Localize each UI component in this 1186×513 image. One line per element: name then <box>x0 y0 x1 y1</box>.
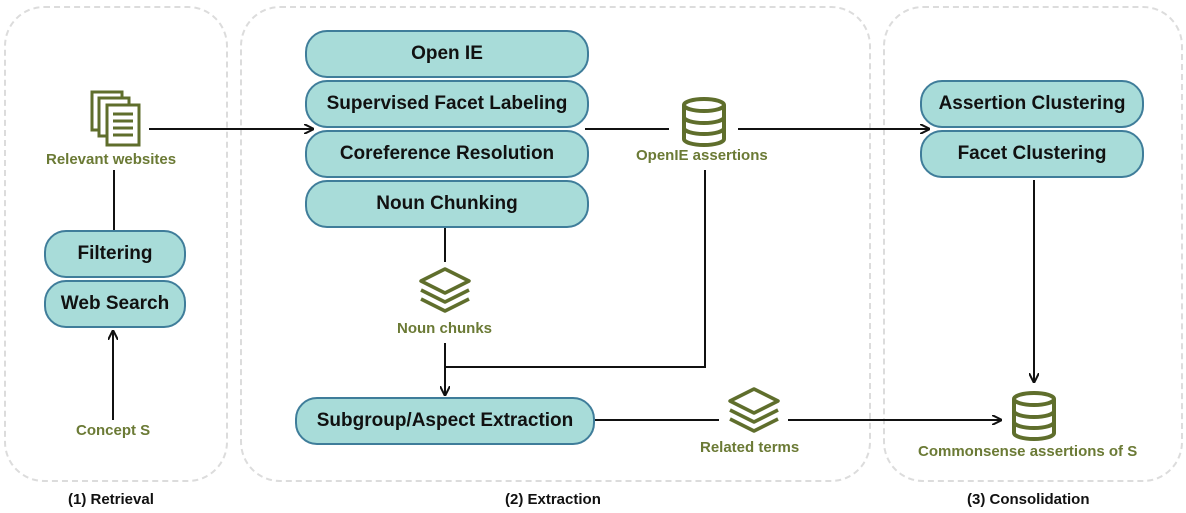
web-search-step: Web Search <box>44 280 186 328</box>
openie-database-icon <box>681 97 727 147</box>
related-terms-label: Related terms <box>700 439 800 456</box>
retrieval-panel <box>4 6 228 482</box>
consolidation-panel <box>883 6 1183 482</box>
concept-label: Concept S <box>76 422 151 439</box>
filtering-step: Filtering <box>44 230 186 278</box>
extraction-panel <box>240 6 871 482</box>
subgroup-aspect-extraction-step: Subgroup/Aspect Extraction <box>295 397 595 445</box>
documents-icon <box>89 89 143 147</box>
coreference-resolution-step: Coreference Resolution <box>305 130 589 178</box>
commonsense-assertions-label: Commonsense assertions of S <box>918 443 1138 460</box>
noun-chunks-layers-icon <box>418 266 472 314</box>
openie-to-subgroup-line <box>445 170 706 368</box>
noun-chunking-step: Noun Chunking <box>305 180 589 228</box>
noun-chunks-label: Noun chunks <box>397 320 493 337</box>
retrieval-caption: (1) Retrieval <box>68 491 154 508</box>
relevant-websites-label: Relevant websites <box>46 151 177 168</box>
supervised-facet-labeling-step: Supervised Facet Labeling <box>305 80 589 128</box>
open-ie-step: Open IE <box>305 30 589 78</box>
consolidation-caption: (3) Consolidation <box>967 491 1090 508</box>
assertion-clustering-step: Assertion Clustering <box>920 80 1144 128</box>
commonsense-database-icon <box>1011 391 1057 441</box>
facet-clustering-step: Facet Clustering <box>920 130 1144 178</box>
related-terms-layers-icon <box>727 386 781 434</box>
openie-assertions-label: OpenIE assertions <box>636 147 768 164</box>
extraction-caption: (2) Extraction <box>505 491 601 508</box>
